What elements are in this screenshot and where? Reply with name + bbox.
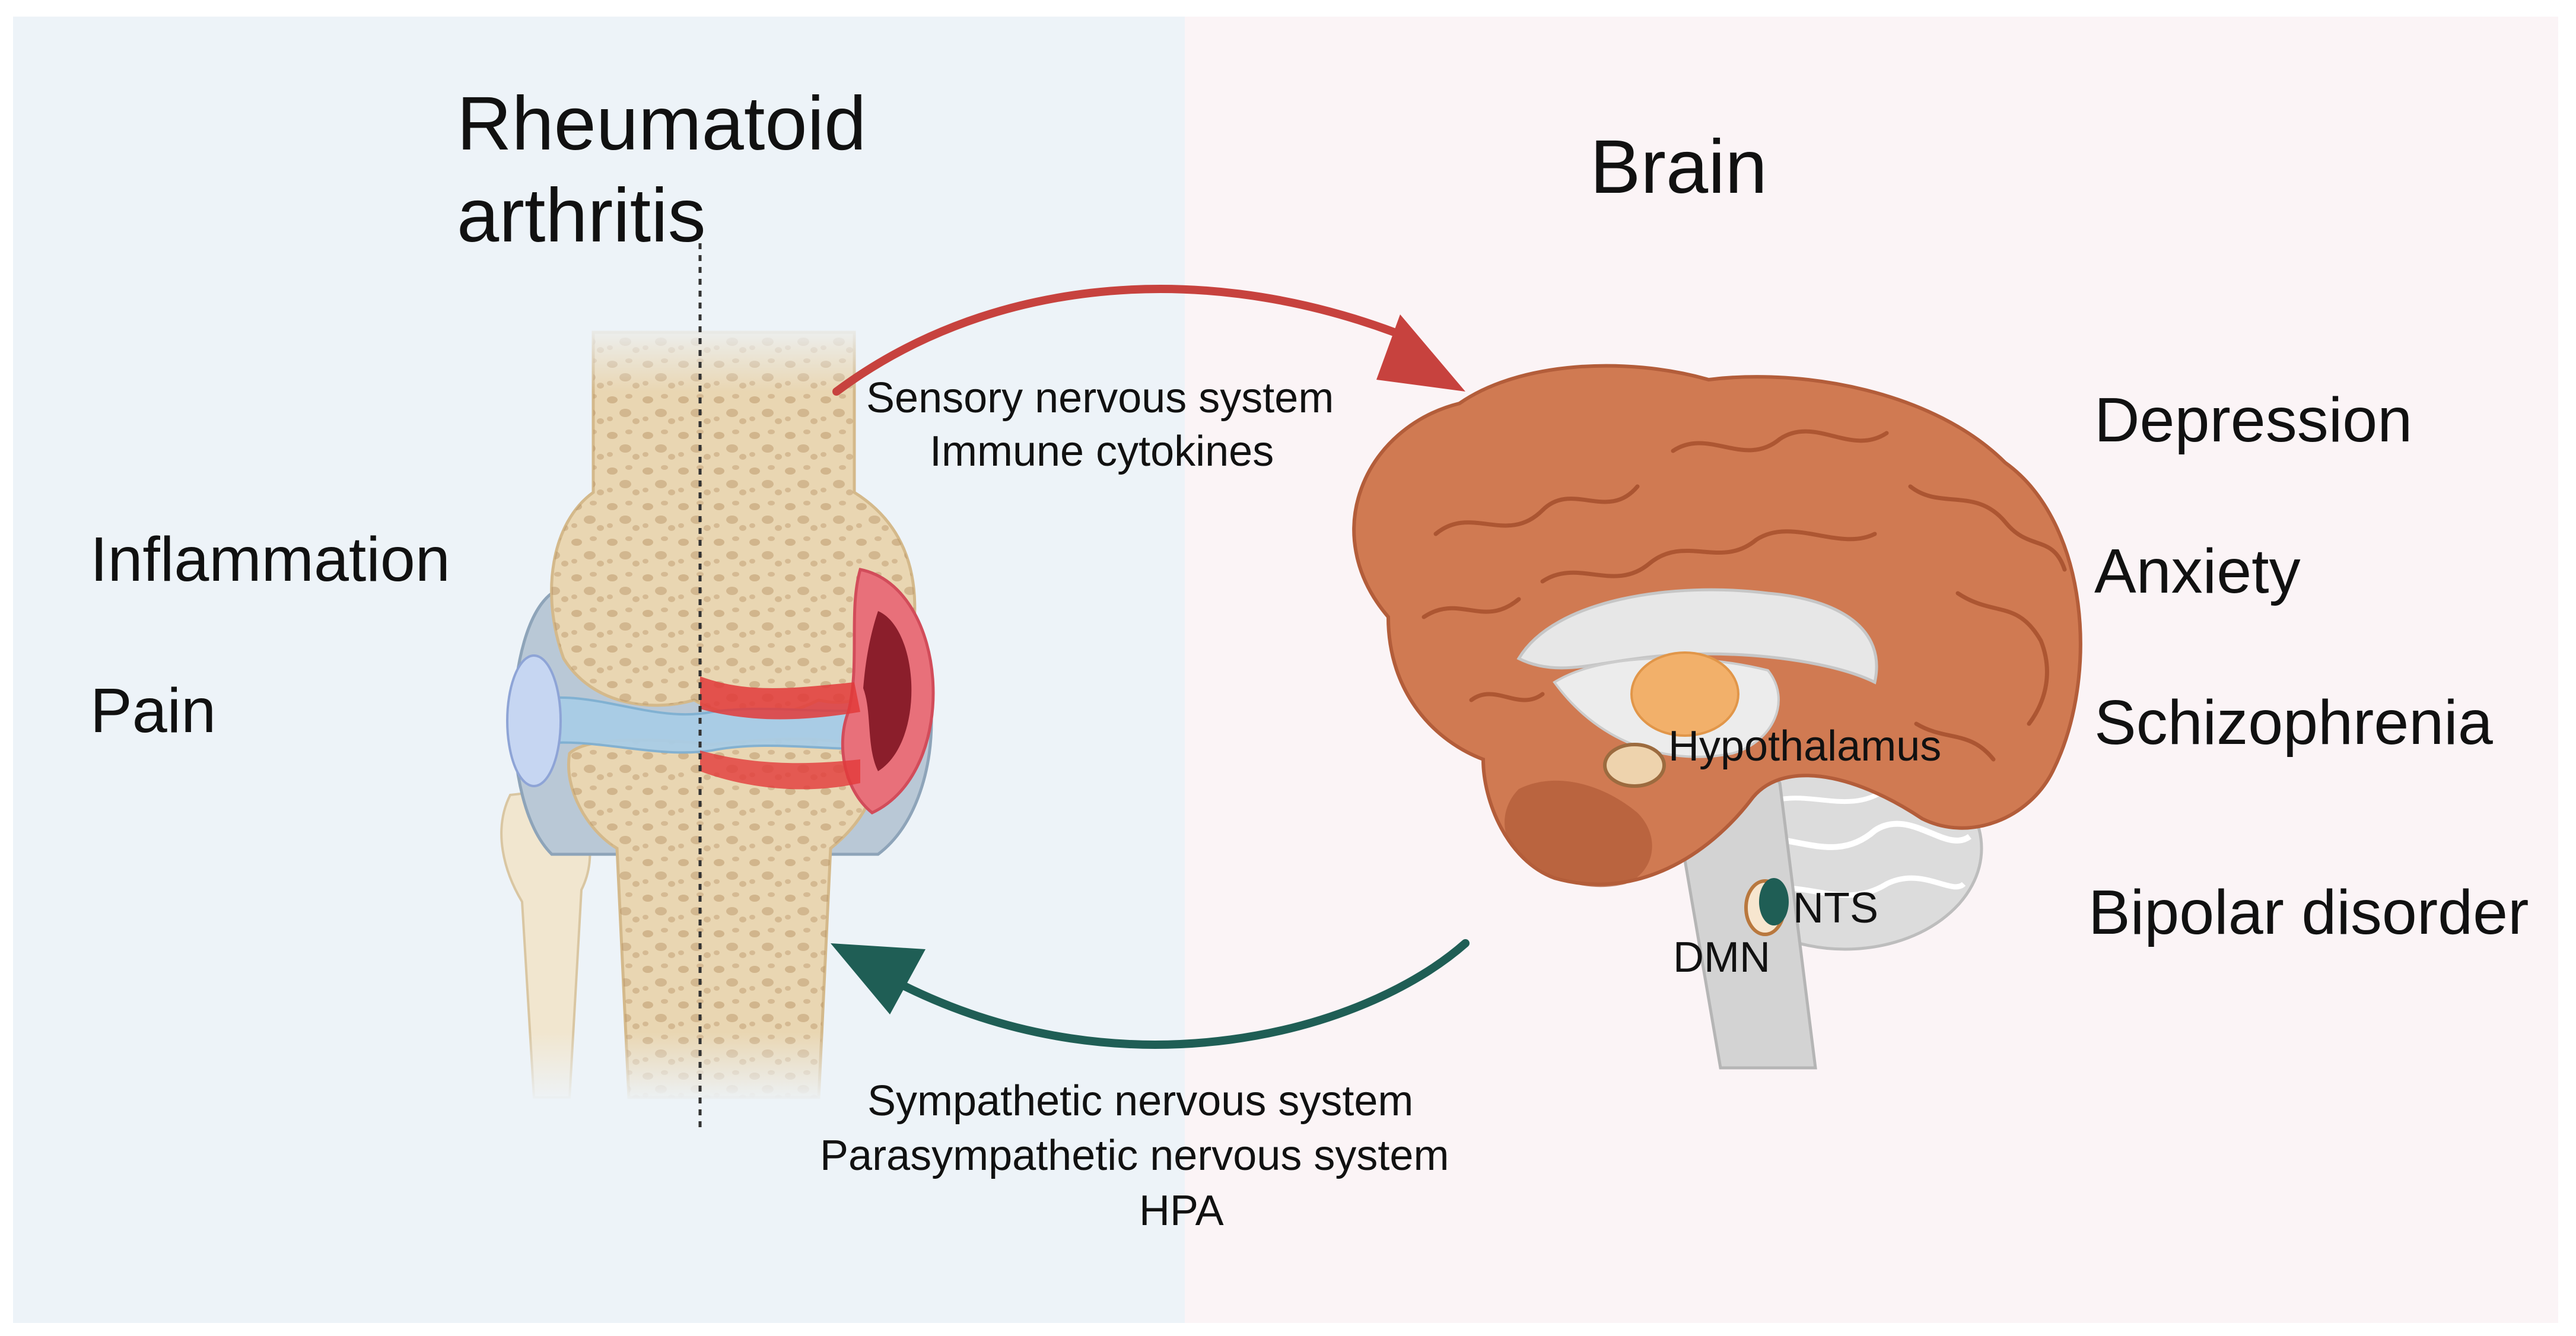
disorder-bipolar: Bipolar disorder	[2088, 877, 2529, 947]
disorder-anxiety: Anxiety	[2094, 536, 2301, 606]
knee-joint-illustration	[500, 243, 935, 1130]
medial-meniscus	[506, 654, 562, 787]
afferent-arrow	[832, 285, 1465, 396]
symptom-inflammation: Inflammation	[90, 524, 450, 594]
region-label-hypothalamus: Hypothalamus	[1668, 723, 1942, 770]
disorder-schizophrenia: Schizophrenia	[2094, 688, 2493, 758]
organ-title-brain: Brain	[1590, 125, 1767, 209]
thalamus	[1630, 651, 1739, 737]
disorder-depression: Depression	[2094, 385, 2413, 455]
efferent-label-sympathetic: Sympathetic nervous system	[867, 1077, 1414, 1125]
efferent-arrow	[831, 939, 1470, 1049]
erosion-band	[700, 676, 860, 720]
nts-nucleus	[1759, 878, 1789, 925]
afferent-label-sensory: Sensory nervous system	[866, 374, 1334, 422]
efferent-label-parasympathetic: Parasympathetic nervous system	[820, 1132, 1449, 1179]
brain-illustration	[1352, 364, 2082, 1070]
disease-title-line-1: Rheumatoid	[457, 81, 867, 166]
efferent-label-hpa: HPA	[1139, 1187, 1224, 1235]
hypothalamus	[1603, 743, 1666, 788]
temporal-lobe	[1505, 780, 1652, 888]
inflamed-core	[863, 611, 912, 771]
region-label-nts: NTS	[1793, 885, 1878, 932]
afferent-label-cytokines: Immune cytokines	[930, 428, 1274, 475]
symptom-pain: Pain	[90, 676, 217, 746]
region-label-dmn: DMN	[1673, 934, 1770, 981]
disease-title-line-2: arthritis	[457, 173, 706, 258]
